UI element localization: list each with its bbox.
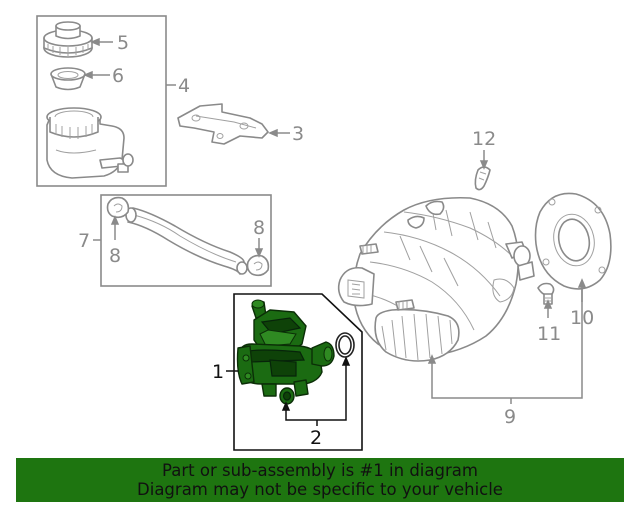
reservoir-group-box (36, 15, 167, 187)
reservoir-group (36, 15, 176, 187)
hose-group (93, 194, 272, 287)
master-cylinder-group (226, 293, 363, 451)
callout-8-right: 8 (253, 217, 265, 239)
reservoir-cap (43, 21, 93, 58)
callout-7: 7 (78, 230, 90, 252)
booster-clip (474, 150, 491, 191)
callout-6: 6 (112, 65, 124, 87)
reservoir-body (46, 107, 134, 179)
o-ring-large (335, 332, 355, 358)
callout-10: 10 (570, 307, 594, 329)
callout-1: 1 (212, 361, 224, 383)
info-banner: Part or sub-assembly is #1 in diagram Di… (16, 458, 624, 502)
banner-line-2: Diagram may not be specific to your vehi… (137, 480, 503, 499)
seal-small (279, 387, 295, 405)
booster-gasket (534, 192, 612, 302)
brake-booster (337, 196, 583, 404)
parts-diagram: 5 6 4 3 7 8 8 (36, 15, 612, 451)
banner-line-1: Part or sub-assembly is #1 in diagram (162, 461, 478, 480)
callout-8-left: 8 (109, 245, 121, 267)
callout-4: 4 (178, 75, 190, 97)
master-cylinder[interactable] (236, 299, 335, 397)
callout-5: 5 (117, 32, 129, 54)
callout-12: 12 (472, 128, 496, 150)
reservoir-strainer (50, 67, 86, 91)
reservoir-bracket (177, 103, 290, 145)
master-cylinder-box (233, 293, 363, 451)
callout-9: 9 (504, 406, 516, 428)
callout-3: 3 (292, 123, 304, 145)
callout-2: 2 (310, 427, 322, 449)
booster-stud (537, 282, 555, 318)
callout-11: 11 (537, 323, 561, 345)
